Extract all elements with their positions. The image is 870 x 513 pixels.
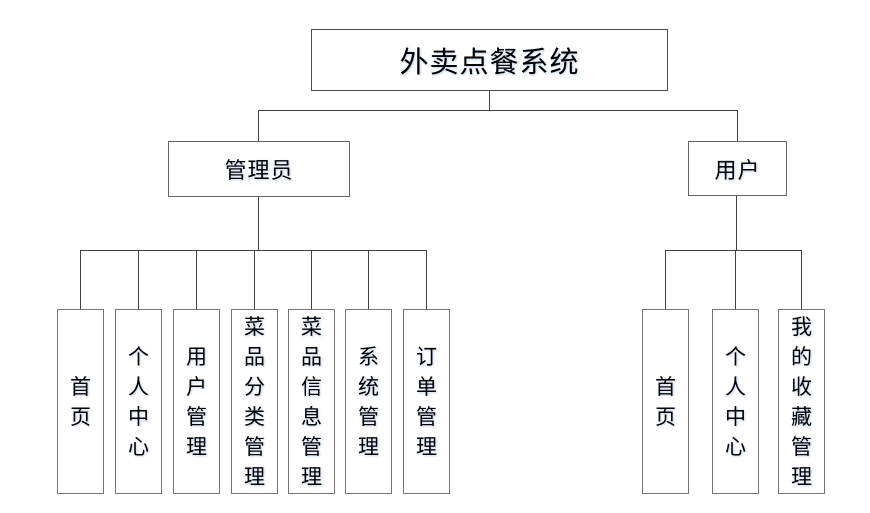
node-my-favorites-management-label: 我 的 收 藏 管 理 bbox=[791, 314, 812, 489]
connector-admin-drop bbox=[258, 110, 259, 141]
node-order-management-label: 订 单 管 理 bbox=[416, 344, 437, 459]
connector-leaf-stub bbox=[196, 250, 197, 309]
node-dish-info-management-label: 菜 品 信 息 管 理 bbox=[301, 314, 322, 489]
node-my-favorites-management: 我 的 收 藏 管 理 bbox=[778, 309, 825, 494]
node-userside-personal-center: 个 人 中 心 bbox=[712, 309, 759, 494]
node-userside-home-label: 首 页 bbox=[655, 374, 676, 429]
connector-user-drop bbox=[737, 110, 738, 141]
node-system-root-label: 外卖点餐系统 bbox=[399, 45, 580, 79]
connector-leaf-stub bbox=[801, 250, 802, 309]
node-system-management-label: 系 统 管 理 bbox=[358, 344, 379, 459]
connector-leaf-stub bbox=[80, 250, 81, 309]
connector-branch-rail bbox=[258, 110, 738, 111]
connector-leaf-stub bbox=[665, 250, 666, 309]
node-userside-home: 首 页 bbox=[642, 309, 689, 494]
node-system-root: 外卖点餐系统 bbox=[311, 29, 668, 91]
connector-leaf-stub bbox=[138, 250, 139, 309]
node-dish-info-management: 菜 品 信 息 管 理 bbox=[288, 309, 335, 494]
node-admin: 管理员 bbox=[168, 141, 350, 197]
node-admin-label: 管理员 bbox=[224, 159, 294, 184]
connector-root-drop bbox=[489, 91, 490, 110]
connector-leaf-stub bbox=[311, 250, 312, 309]
node-system-management: 系 统 管 理 bbox=[345, 309, 392, 494]
connector-leaf-stub bbox=[735, 250, 736, 309]
node-admin-home-label: 首 页 bbox=[70, 374, 91, 429]
node-admin-personal-center-label: 个 人 中 心 bbox=[128, 344, 149, 459]
connector-leaf-stub bbox=[254, 250, 255, 309]
connector-admin-rail bbox=[80, 250, 427, 251]
connector-admin-stem bbox=[258, 197, 259, 250]
connector-leaf-stub bbox=[368, 250, 369, 309]
connector-user-rail bbox=[665, 250, 802, 251]
connector-leaf-stub bbox=[426, 250, 427, 309]
node-user-label: 用户 bbox=[714, 158, 761, 184]
node-userside-personal-center-label: 个 人 中 心 bbox=[725, 344, 746, 459]
node-admin-home: 首 页 bbox=[57, 309, 104, 494]
node-dish-category-management: 菜 品 分 类 管 理 bbox=[231, 309, 278, 494]
node-user: 用户 bbox=[688, 141, 787, 196]
connector-user-stem bbox=[736, 196, 737, 250]
node-user-management-label: 用 户 管 理 bbox=[186, 344, 207, 459]
node-user-management: 用 户 管 理 bbox=[173, 309, 220, 494]
node-order-management: 订 单 管 理 bbox=[403, 309, 450, 494]
node-dish-category-management-label: 菜 品 分 类 管 理 bbox=[244, 314, 265, 489]
node-admin-personal-center: 个 人 中 心 bbox=[115, 309, 162, 494]
